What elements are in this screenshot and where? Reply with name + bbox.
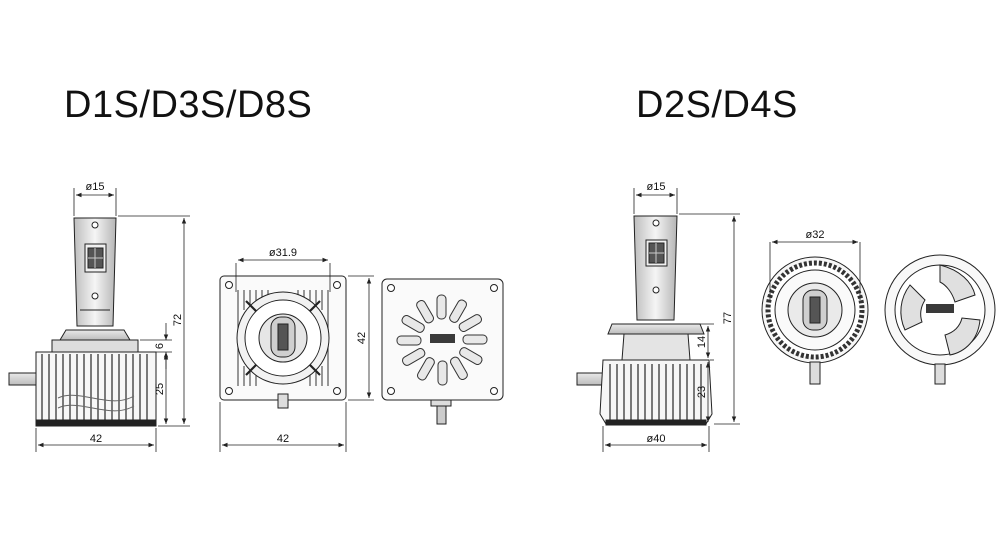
d2s-side-dimensions <box>602 188 740 452</box>
title-d1s-d3s-d8s: D1S/D3S/D8S <box>64 84 313 126</box>
d2s-base-diameter-label: ø40 <box>647 433 666 445</box>
d1s-flange-height-label: 6 <box>154 343 166 349</box>
d1s-side-dimensions <box>35 188 190 452</box>
d1s-base-width-label: 42 <box>90 433 102 445</box>
d1s-side-view <box>8 217 157 427</box>
d1s-front-height-label: 42 <box>356 332 368 344</box>
d1s-back-view <box>381 278 504 425</box>
d1s-base-height-label: 25 <box>154 383 166 395</box>
d2s-side-view <box>576 215 713 426</box>
d1s-total-height-label: 72 <box>172 314 184 326</box>
d1s-front-view <box>219 275 347 409</box>
d2s-total-height-label: 77 <box>722 312 734 324</box>
d2s-front-dimensions <box>769 239 861 300</box>
d1s-top-diameter-label: ø15 <box>86 181 105 193</box>
d2s-front-view <box>761 256 869 385</box>
d2s-upper-height-label: 14 <box>696 336 708 348</box>
d1s-front-width-label: 42 <box>277 433 289 445</box>
d1s-inner-diameter-label: ø31.9 <box>269 247 297 259</box>
d2s-lower-height-label: 23 <box>696 386 708 398</box>
d2s-back-view <box>884 254 996 385</box>
title-d2s-d4s: D2S/D4S <box>636 84 798 126</box>
d1s-front-dimensions <box>219 257 374 452</box>
d2s-front-diameter-label: ø32 <box>806 229 825 241</box>
d2s-top-diameter-label: ø15 <box>647 181 666 193</box>
